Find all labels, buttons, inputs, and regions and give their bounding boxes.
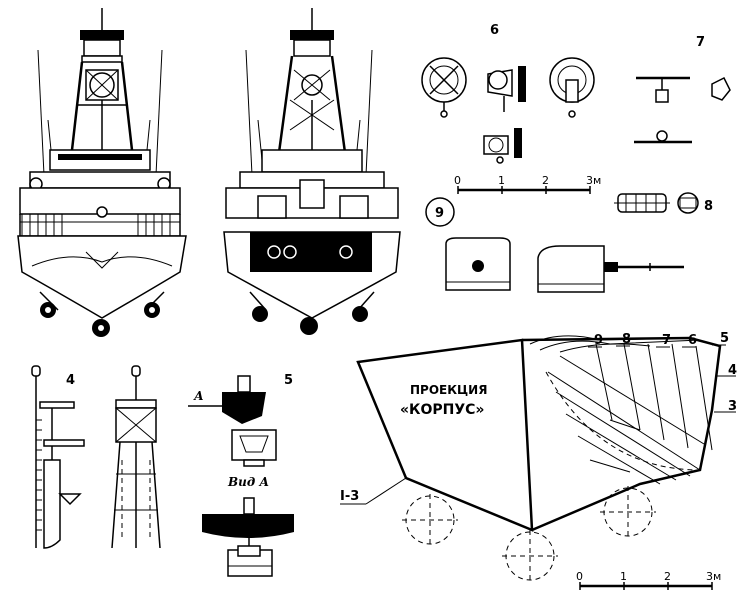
hull-projection: ПРОЕКЦИЯ «КОРПУС» 9 8 7 6 5 4 3 I-3 xyxy=(340,331,737,584)
hull-title-line1: ПРОЕКЦИЯ xyxy=(410,383,487,397)
label-6: 6 xyxy=(490,23,499,38)
hull-number-6: 6 xyxy=(688,333,697,348)
hull-number-7: 7 xyxy=(662,333,671,348)
ship-front-view xyxy=(17,8,187,337)
hull-number-labels: 9 8 7 6 5 4 3 xyxy=(588,331,737,414)
label-5: 5 xyxy=(284,373,293,388)
label-8: 8 xyxy=(704,199,713,214)
detail-8-liferaft: 8 xyxy=(614,192,713,214)
ship-rear-view xyxy=(223,8,401,335)
hull-number-8: 8 xyxy=(622,332,631,347)
detail-6-searchlights: 6 xyxy=(421,23,595,164)
detail-4-mast: 4 xyxy=(31,365,161,549)
label-4: 4 xyxy=(66,373,75,388)
hull-number-4: 4 xyxy=(728,363,737,378)
label-7: 7 xyxy=(696,35,705,50)
scale-lower-1: 1 xyxy=(620,570,627,583)
scale-upper-1: 1 xyxy=(498,174,505,187)
hull-number-5: 5 xyxy=(720,331,729,346)
hull-number-3: 3 xyxy=(728,399,737,414)
scale-lower-3: 3м xyxy=(706,570,721,583)
scale-lower-2: 2 xyxy=(664,570,671,583)
scale-upper-0: 0 xyxy=(454,174,461,187)
detail-9-turret: 9 xyxy=(425,197,684,293)
hull-title-line2: «КОРПУС» xyxy=(400,402,484,418)
scale-bar-upper: 0 1 2 3м xyxy=(454,174,601,194)
detail-7-fittings: 7 xyxy=(634,35,731,144)
hull-number-9: 9 xyxy=(594,333,603,348)
scale-upper-3: 3м xyxy=(586,174,601,187)
hull-range-label: I-3 xyxy=(340,489,359,504)
scale-upper-2: 2 xyxy=(542,174,549,187)
scale-bar-lower: 0 1 2 3м xyxy=(576,570,721,590)
scale-lower-0: 0 xyxy=(576,570,583,583)
label-arrow-a: А xyxy=(193,389,204,403)
label-9: 9 xyxy=(435,206,444,221)
label-vid-a: Вид А xyxy=(227,475,269,489)
detail-5-ventilator: 5 А Вид А xyxy=(188,373,294,577)
